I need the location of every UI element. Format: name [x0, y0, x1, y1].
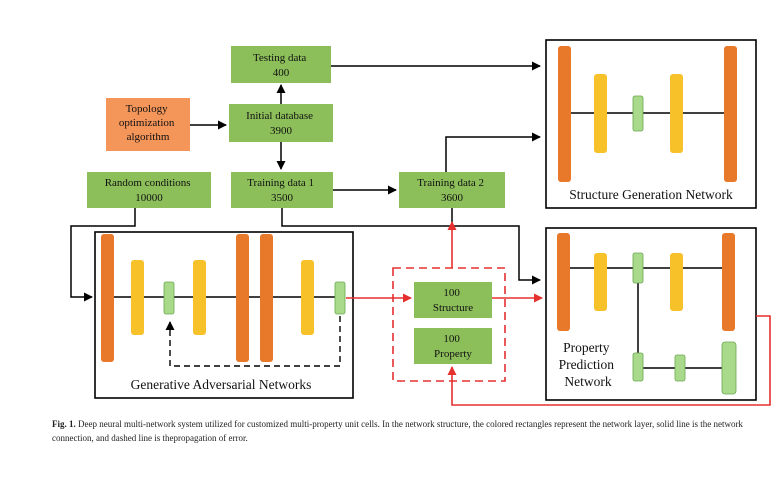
arrow-training2-to-sgn	[445, 132, 541, 172]
topology-line2: optimization	[119, 117, 175, 129]
svg-text:Training data 1 3500: Training data 1 3500	[247, 177, 317, 204]
gan-label: Generative Adversarial Networks	[131, 377, 312, 392]
property-100-count: 100	[443, 333, 460, 345]
gan-gen-layer-latent	[163, 281, 175, 315]
gan-disc-layer-hidden	[301, 260, 314, 335]
network-diagram: Testing data 400 Topology optimization a…	[70, 39, 771, 406]
figure-caption: Fig. 1. Deep neural multi-network system…	[52, 417, 772, 445]
gan-gen-layer-output	[236, 234, 249, 362]
arrow-random-to-gan	[70, 208, 136, 302]
sgn-layer-latent	[632, 95, 644, 132]
sgn-layer-input	[558, 46, 571, 182]
svg-text:Topology optimization: Topology optimization algorithm	[119, 103, 177, 143]
initial-database-count: 3900	[270, 125, 293, 137]
ppn-layer-input	[557, 233, 570, 331]
gan-error-feedback	[165, 316, 341, 367]
gan-disc-layer-output	[334, 281, 346, 315]
arrow-ppn-to-property	[447, 315, 771, 406]
topology-line3: algorithm	[127, 131, 170, 143]
sgn-layer-hidden2	[670, 74, 683, 153]
random-conditions-box	[87, 172, 211, 208]
caption-text: Deep neural multi-network system utilize…	[52, 419, 743, 443]
initial-database-box	[229, 104, 333, 142]
training-data-2-box	[399, 172, 505, 208]
property-100-label: Property	[434, 348, 472, 360]
initial-database-label: Initial database	[246, 110, 313, 122]
sgn-layer-hidden1	[594, 74, 607, 153]
connector-training1-to-ppn	[281, 208, 541, 285]
structure-100-count: 100	[443, 287, 460, 299]
structure-100-label: Structure	[433, 302, 473, 314]
property-prediction-network-frame	[545, 227, 757, 401]
structure-100-box	[414, 282, 492, 318]
training-data-1-box	[231, 172, 333, 208]
testing-data-count: 400	[273, 67, 290, 79]
training-data-1-label: Training data 1	[247, 177, 314, 189]
svg-text:Random conditions 10000: Random conditions 10000	[105, 177, 194, 204]
ppn-layer-latent	[632, 252, 644, 284]
gan-gen-layer-hidden1	[131, 260, 144, 335]
gan-gen-layer-input	[101, 234, 114, 362]
testing-data-box	[231, 46, 331, 83]
training-data-2-label: Training data 2	[417, 177, 484, 189]
svg-text:100 Property: 100 Property	[434, 333, 472, 360]
svg-text:Initial database 3900: Initial database 3900	[246, 110, 316, 137]
svg-text:Property Prediction Ne: Property Prediction Network	[559, 340, 618, 389]
random-conditions-label: Random conditions	[105, 177, 191, 189]
testing-data-label: Testing data	[253, 52, 306, 64]
topology-optimization-box	[106, 98, 190, 151]
structure-generation-network-frame	[545, 39, 757, 209]
ppn-layer-output	[722, 233, 735, 331]
property-100-box	[414, 328, 492, 364]
training-data-1-count: 3500	[271, 192, 294, 204]
svg-text:100 Structure: 100 Structure	[433, 287, 473, 314]
gan-disc-layer-input	[260, 234, 273, 362]
training-data-2-count: 3600	[441, 192, 464, 204]
ppn-label-line1: Property	[563, 340, 610, 355]
ppn-layer-prop-out	[721, 341, 737, 395]
random-conditions-count: 10000	[135, 192, 163, 204]
ppn-layer-hidden1	[594, 253, 607, 311]
caption-label: Fig. 1.	[52, 419, 76, 429]
svg-text:Testing data 400: Testing data 400	[253, 52, 309, 79]
sgn-layer-output	[724, 46, 737, 182]
ppn-layer-prop-b	[674, 354, 686, 382]
ppn-layer-prop-a	[632, 352, 644, 382]
red-dashed-frame	[392, 267, 506, 382]
gan-gen-layer-hidden2	[193, 260, 206, 335]
svg-text:Training data 2 3600: Training data 2 3600	[417, 177, 487, 204]
topology-line1: Topology	[126, 103, 169, 115]
structure-generation-network-label: Structure Generation Network	[569, 187, 733, 202]
ppn-label-line3: Network	[564, 374, 611, 389]
ppn-layer-hidden2	[670, 253, 683, 311]
ppn-label-line2: Prediction	[559, 357, 615, 372]
